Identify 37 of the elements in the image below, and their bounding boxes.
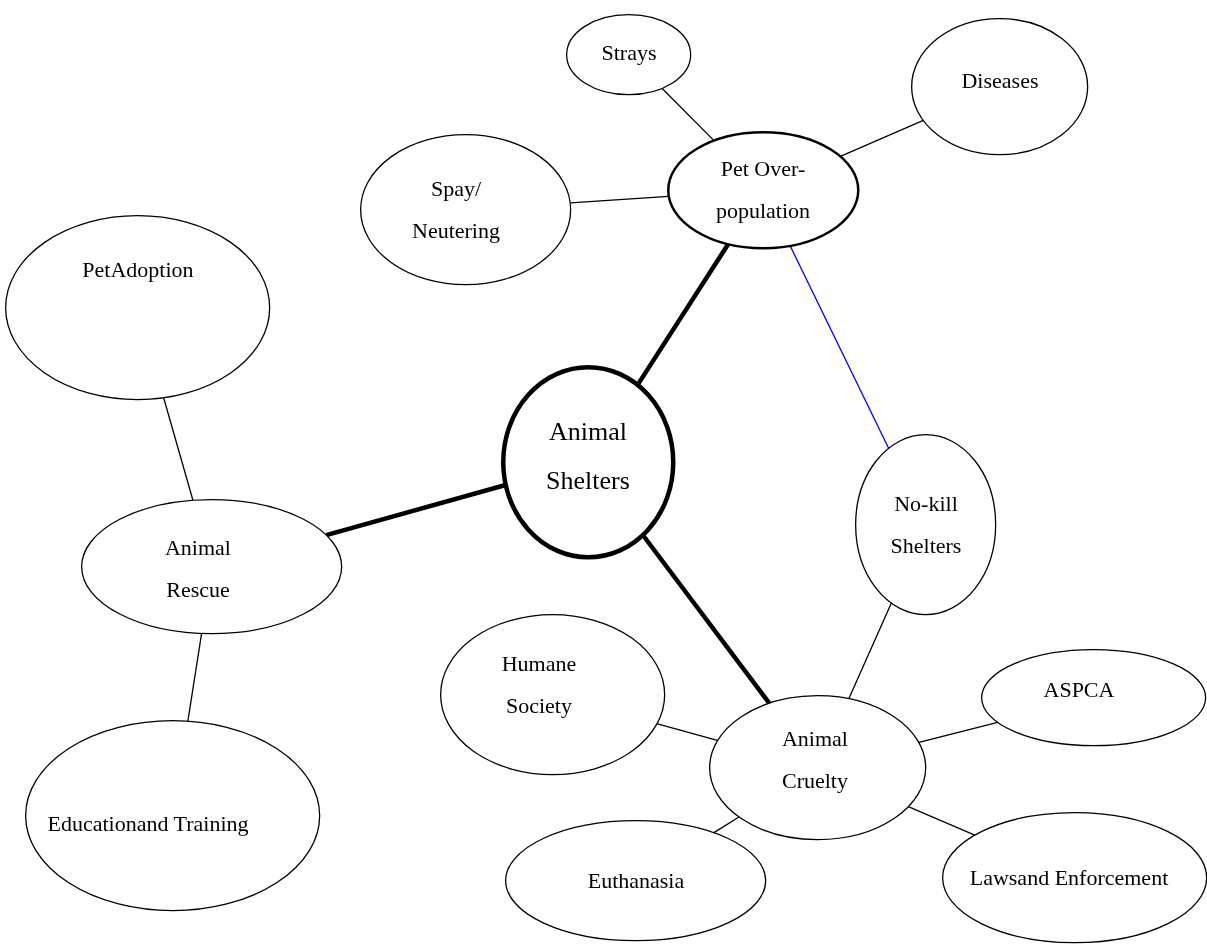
connector-line	[848, 602, 892, 700]
topic-ellipse	[981, 649, 1207, 747]
topic-ellipse	[855, 434, 997, 616]
connector-line	[163, 397, 194, 502]
topic-ellipse	[500, 364, 676, 560]
node-label: PetAdoption	[81, 256, 195, 285]
node-label: Diseases	[960, 67, 1040, 96]
node-label: Strays	[600, 39, 658, 68]
topic-ellipse	[440, 614, 666, 776]
topic-ellipse	[505, 820, 767, 942]
topic-ellipse	[911, 18, 1089, 156]
topic-ellipse	[666, 130, 860, 250]
topic-ellipse	[360, 134, 572, 286]
node-label: Lawsand Enforcement	[968, 864, 1170, 893]
topic-ellipse	[709, 695, 927, 841]
topic-ellipse	[25, 720, 321, 912]
node-label: Educationand Training	[46, 810, 250, 839]
node-label: ASPCA	[1042, 676, 1116, 705]
connector-line	[656, 723, 719, 742]
node-label: Animal Cruelty	[781, 725, 849, 795]
node-label: Pet Over-population	[714, 155, 812, 225]
node-label: Euthanasia	[586, 867, 686, 896]
connector-line	[640, 533, 772, 705]
connector-line	[661, 88, 715, 142]
connector-line	[635, 242, 731, 387]
node-label: Animal Shelters	[545, 415, 631, 497]
connector-line	[187, 633, 203, 723]
connector-line	[712, 816, 740, 834]
node-label: No-kill Shelters	[889, 490, 963, 560]
connector-line	[839, 119, 924, 157]
node-label: Spay/ Neutering	[411, 175, 501, 245]
topic-ellipse	[566, 14, 692, 96]
topic-ellipse	[5, 215, 271, 401]
node-label: Animal Rescue	[164, 534, 232, 604]
connector-line	[908, 806, 976, 836]
topic-ellipse	[81, 499, 343, 635]
node-label: Humane Society	[500, 650, 578, 720]
